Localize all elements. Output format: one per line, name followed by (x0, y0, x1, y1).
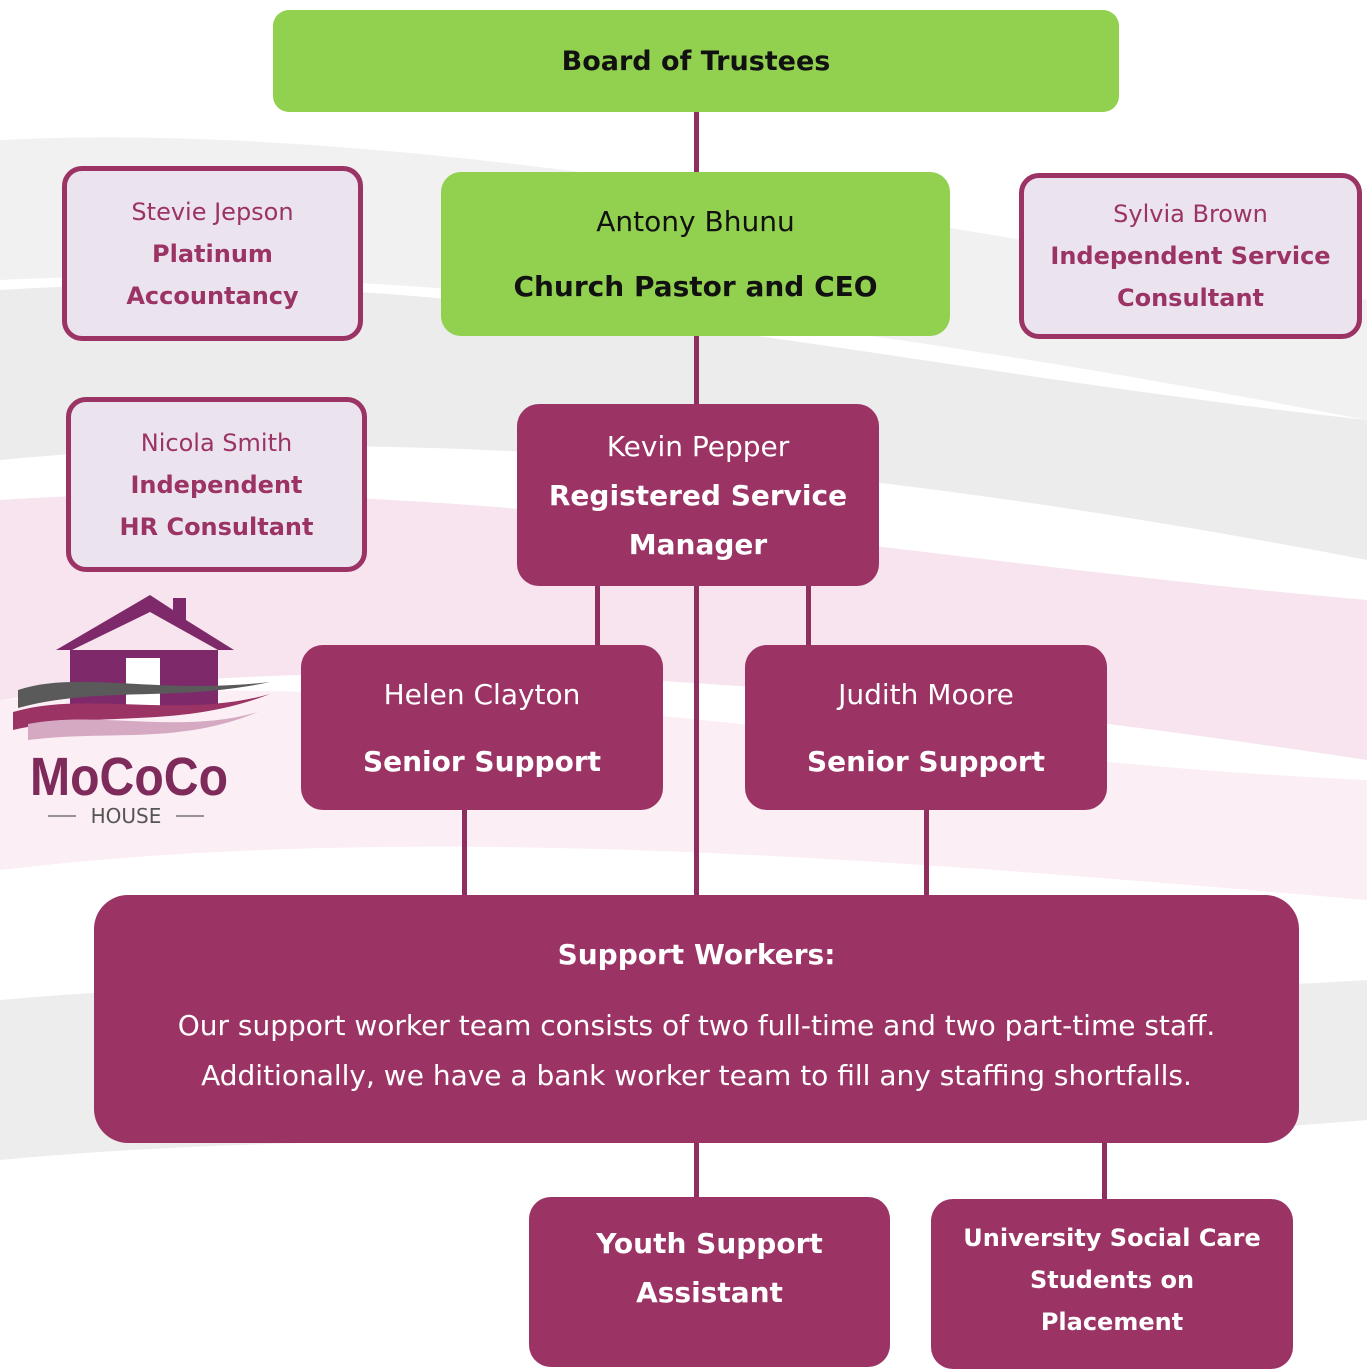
students-placement-box: University Social Care Students on Place… (931, 1199, 1293, 1369)
advisor-box-accountancy: Stevie Jepson Platinum Accountancy (62, 166, 363, 341)
youth-support-box: Youth Support Assistant (529, 1197, 890, 1367)
connector-workers-youth (694, 1141, 699, 1199)
connector-board-ceo (694, 112, 699, 174)
advisor-name: Stevie Jepson (131, 197, 294, 226)
support-workers-line1: Our support worker team consists of two … (177, 1008, 1216, 1042)
manager-role-line1: Registered Service (548, 478, 848, 512)
ceo-name: Antony Bhunu (596, 205, 795, 238)
advisor-role-line2: Consultant (1116, 284, 1264, 312)
youth-support-line2: Assistant (636, 1276, 783, 1309)
ceo-role: Church Pastor and CEO (513, 270, 878, 303)
youth-support-line1: Youth Support (596, 1227, 823, 1260)
house-icon (56, 595, 234, 708)
connector-judith-workers (924, 808, 929, 898)
ceo-box: Antony Bhunu Church Pastor and CEO (441, 172, 950, 336)
manager-box: Kevin Pepper Registered Service Manager (517, 404, 879, 586)
connector-manager-judith (806, 585, 811, 647)
advisor-role-line1: Platinum (152, 239, 273, 268)
advisor-role-line2: HR Consultant (119, 512, 314, 541)
senior-name: Judith Moore (838, 677, 1014, 711)
senior-name: Helen Clayton (383, 677, 581, 711)
logo-word: MoCoCo (30, 747, 228, 807)
advisor-box-hr: Nicola Smith Independent HR Consultant (66, 397, 367, 572)
advisor-role-line1: Independent Service (1050, 242, 1331, 270)
logo-subword: HOUSE (91, 804, 162, 828)
waves-icon (13, 681, 270, 740)
senior-box-judith: Judith Moore Senior Support (745, 645, 1107, 810)
support-workers-title: Support Workers: (557, 937, 836, 971)
mococo-house-logo: MoCoCo HOUSE (13, 595, 270, 828)
advisor-role-line1: Independent (130, 470, 303, 499)
students-line2: Students on (1029, 1266, 1195, 1294)
students-line3: Placement (1040, 1308, 1184, 1336)
connector-manager-workers (694, 585, 699, 897)
senior-role: Senior Support (362, 744, 602, 778)
support-workers-line2: Additionally, we have a bank worker team… (201, 1058, 1192, 1092)
connector-workers-students (1102, 1141, 1107, 1199)
connector-manager-helen (595, 585, 600, 647)
students-line1: University Social Care (963, 1224, 1261, 1252)
board-of-trustees-box: Board of Trustees (273, 10, 1119, 112)
manager-name: Kevin Pepper (606, 429, 790, 463)
support-workers-box: Support Workers: Our support worker team… (94, 895, 1299, 1143)
manager-role-line2: Manager (628, 527, 768, 561)
senior-box-helen: Helen Clayton Senior Support (301, 645, 663, 810)
connector-ceo-manager (694, 336, 699, 406)
board-title: Board of Trustees (561, 45, 831, 77)
advisor-name: Nicola Smith (140, 428, 293, 457)
advisor-role-line2: Accountancy (126, 281, 299, 310)
senior-role: Senior Support (806, 744, 1046, 778)
advisor-box-service: Sylvia Brown Independent Service Consult… (1019, 173, 1362, 339)
connector-helen-workers (462, 808, 467, 898)
advisor-name: Sylvia Brown (1113, 200, 1268, 228)
